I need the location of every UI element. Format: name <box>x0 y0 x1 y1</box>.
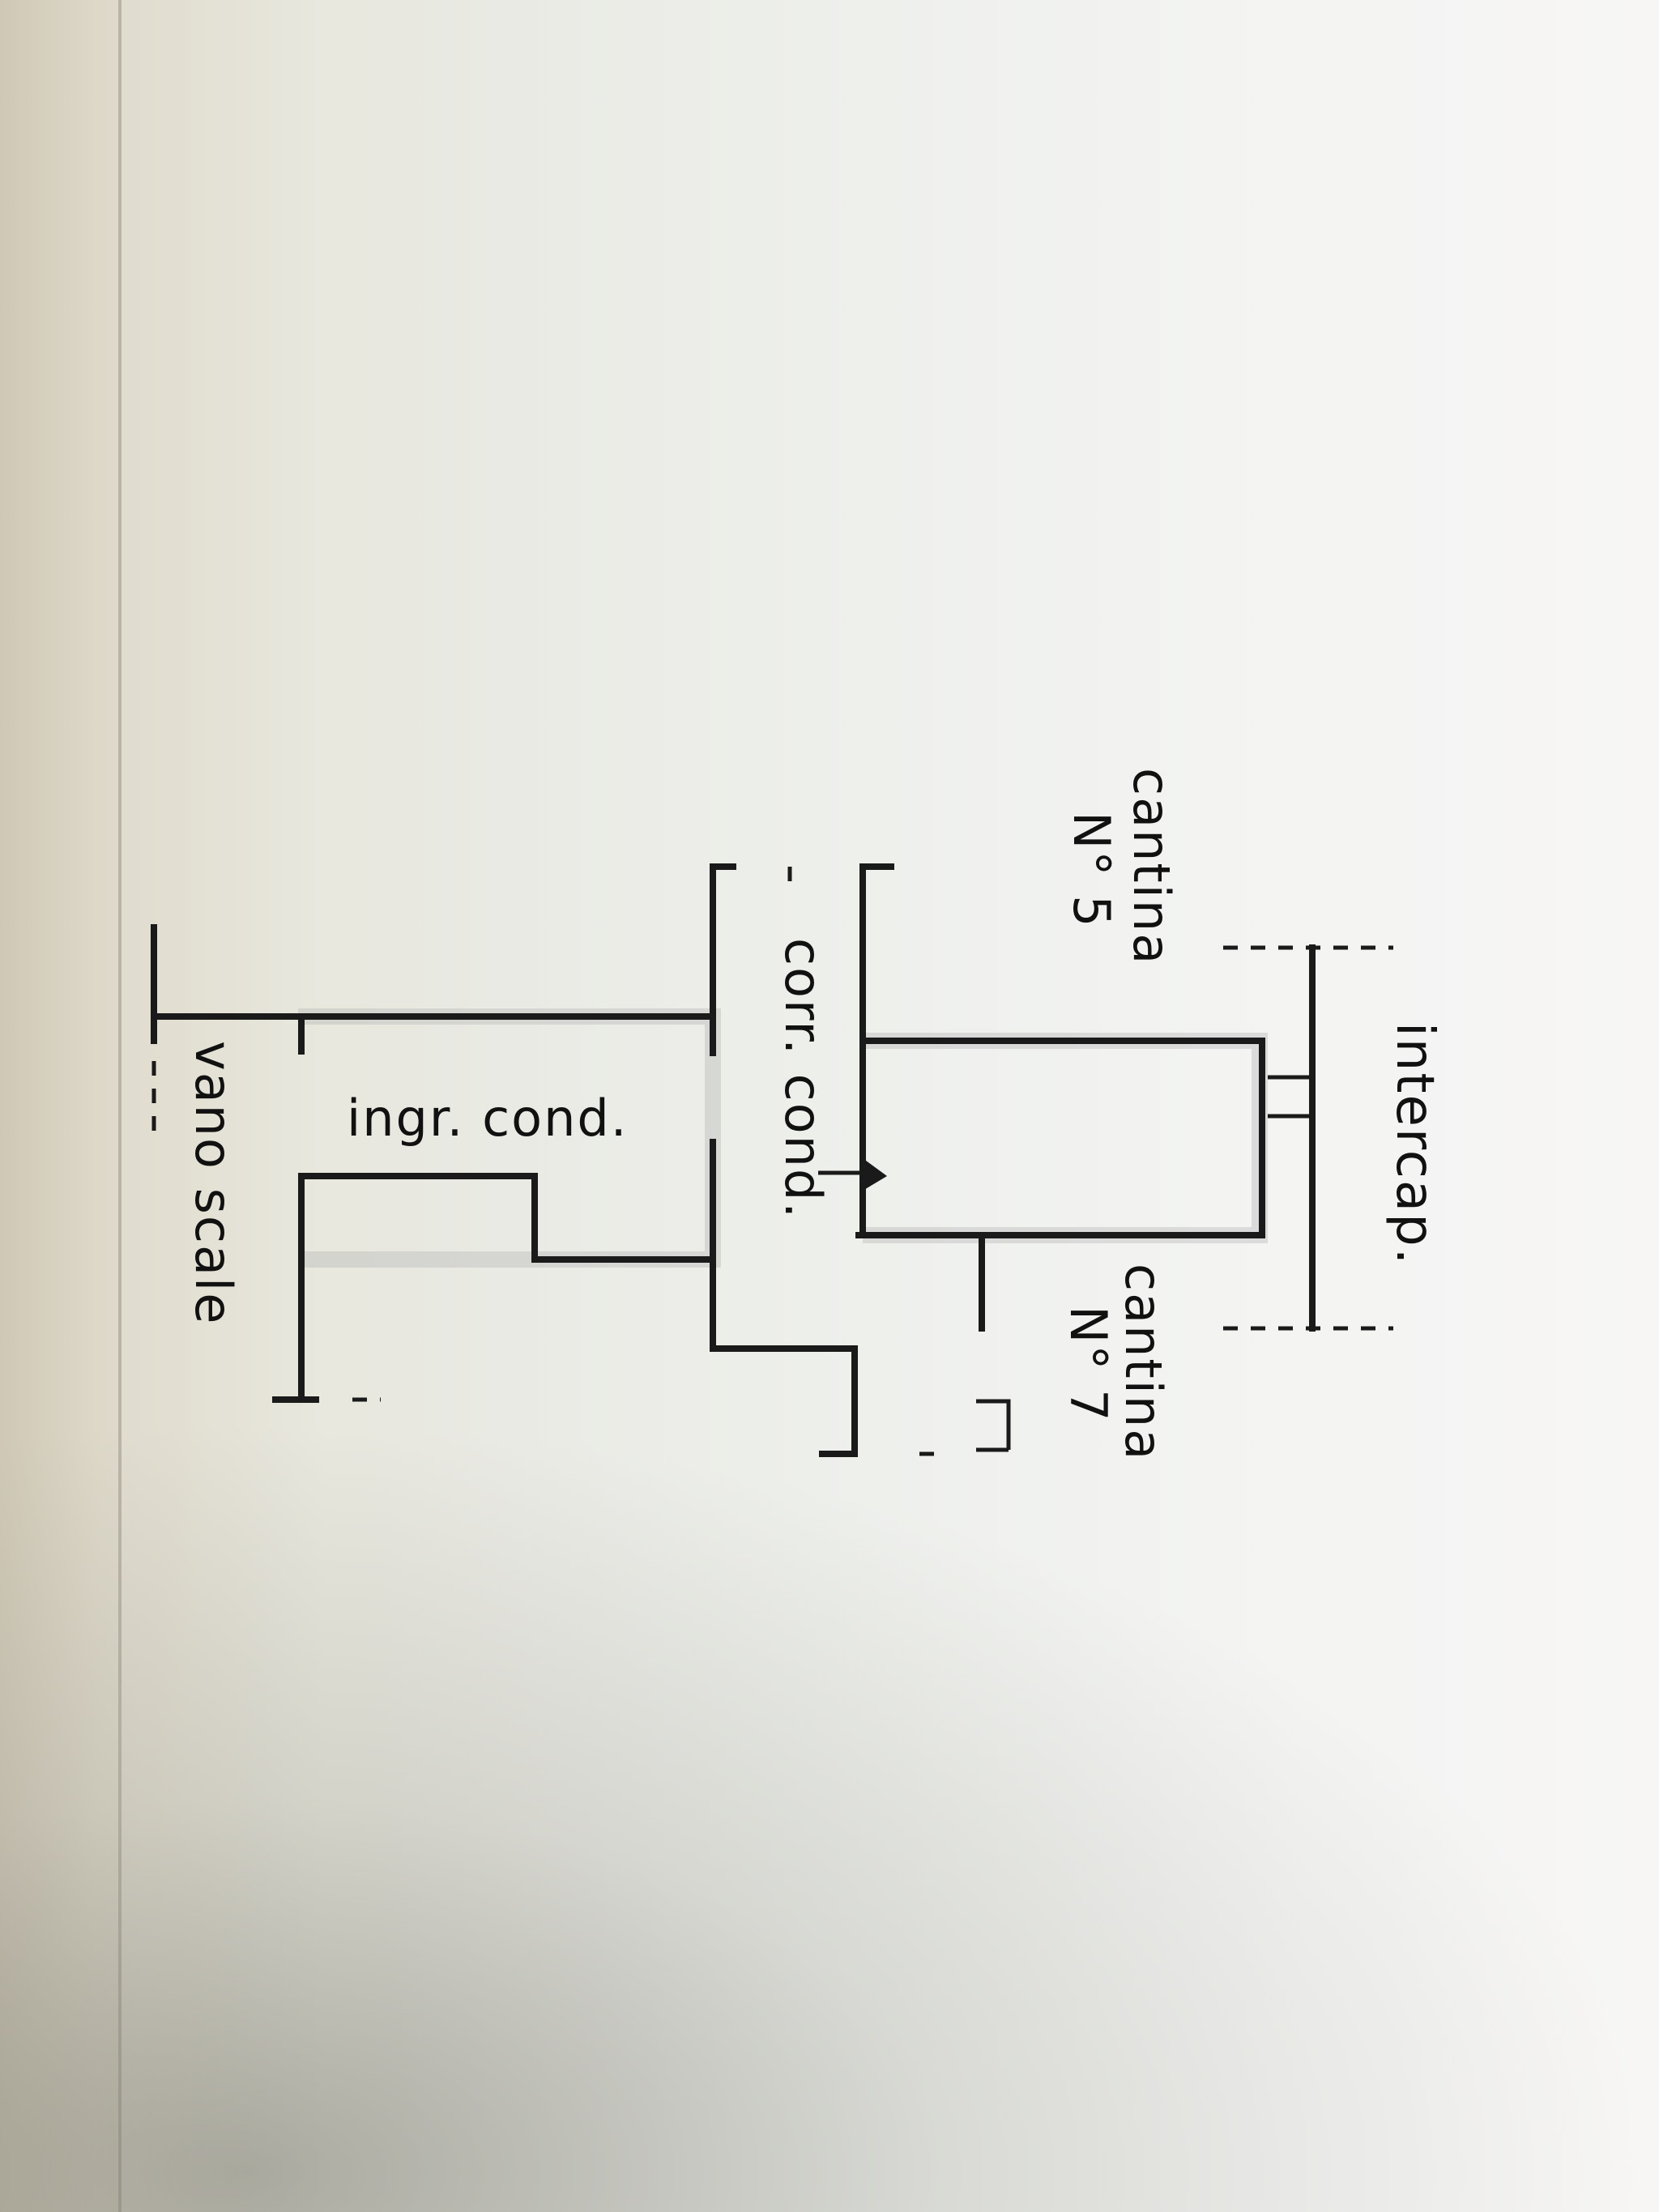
stair-label: vano scale <box>184 1041 243 1325</box>
entrance-walls <box>151 1013 716 1403</box>
intercap-label: intercap. <box>1384 1022 1444 1266</box>
page-fold <box>118 0 122 2212</box>
cantina-5-number: N° 5 <box>1062 812 1121 929</box>
corridor-walls <box>710 863 1011 1457</box>
cantina-7-walls <box>855 1038 1265 1332</box>
cantina-5-label: cantina <box>1122 768 1181 965</box>
stair-walls <box>151 924 198 1134</box>
intercap-walls <box>1223 944 1393 1332</box>
cantina-7-number: N° 7 <box>1059 1306 1118 1423</box>
entrance-label: ingr. cond. <box>347 1089 628 1148</box>
corridor-label: corr. cond. <box>774 938 833 1220</box>
cantina-7-label: cantina <box>1114 1264 1173 1461</box>
